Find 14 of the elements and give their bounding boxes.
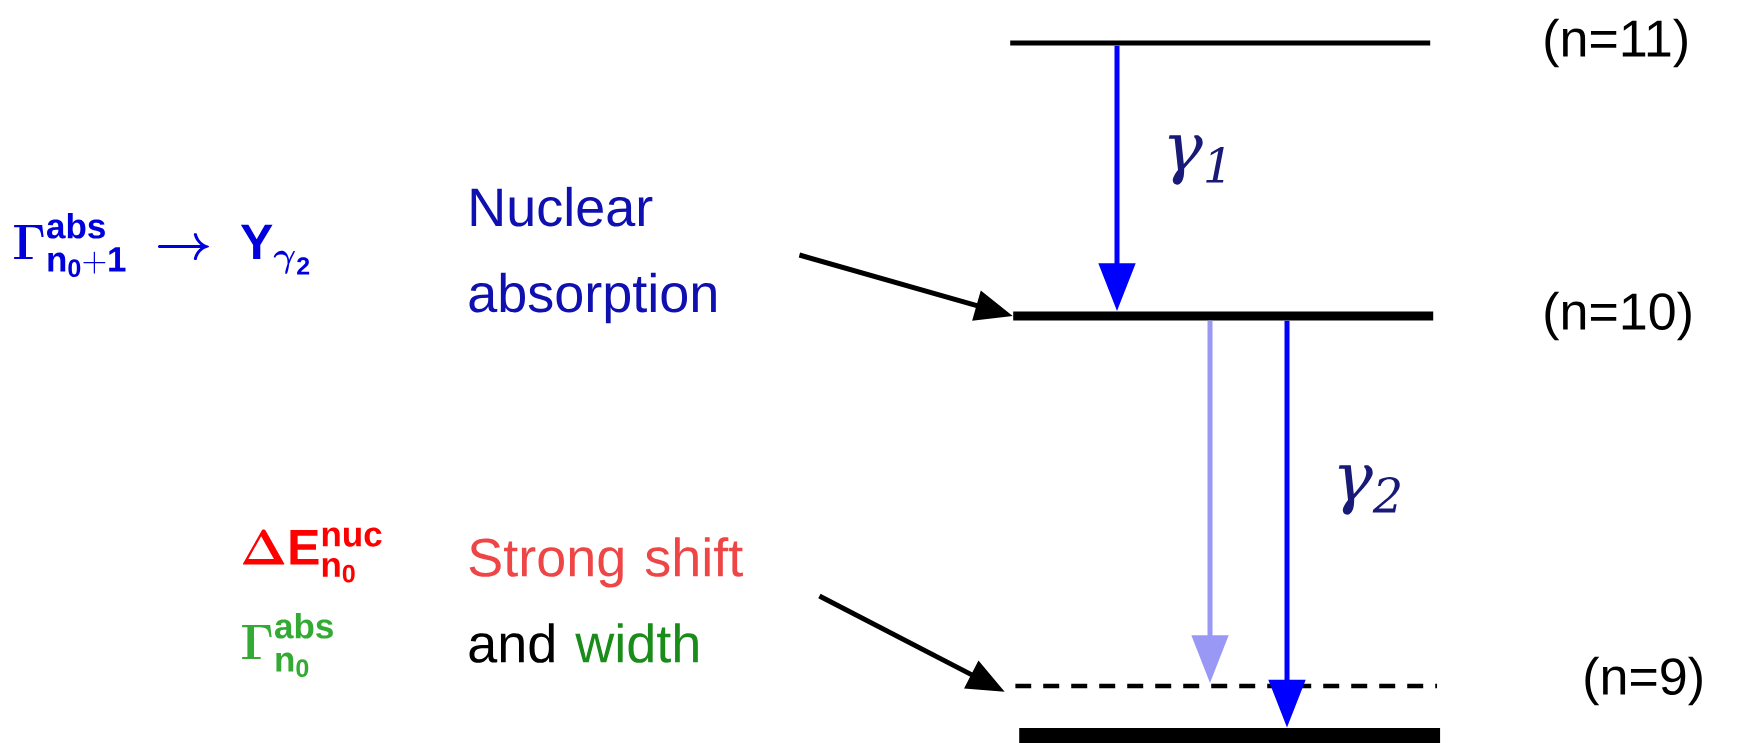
annotation-text: Strong shift and width: [469, 537, 743, 663]
formula-label: $\boldsymbol{\Gamma}^{\mathbf{abs}}_{\mathbf{n_0}}$: [242, 612, 333, 678]
edge-label: γ$_{2}$: [1338, 465, 1400, 515]
formula-label: $\boldsymbol{\Gamma}^{\mathbf{abs}}_{\mathbf{n_0+1}}\;\boldsymbol{\rightarrow}\;\mathbf{Y}_{\boldsymbol{\gamma}_{\mathbf{2}}}$: [14, 212, 310, 278]
level-label: (n=10): [1545, 291, 1691, 341]
annotation-text: Nuclear absorption: [469, 186, 716, 324]
level-label: (n=9): [1585, 656, 1702, 706]
energy-level: [1015, 683, 1438, 689]
energy-level: [1010, 40, 1431, 46]
formula-label: $\boldsymbol{\Delta}\mathbf{E}^{\mathbf{nuc}}_{\mathbf{n_0}}$: [242, 527, 382, 583]
energy-level: [1019, 728, 1441, 743]
energy-level: [1013, 311, 1434, 321]
level-label: (n=11): [1545, 18, 1687, 68]
edge-label: γ$_{1}$: [1168, 135, 1224, 185]
